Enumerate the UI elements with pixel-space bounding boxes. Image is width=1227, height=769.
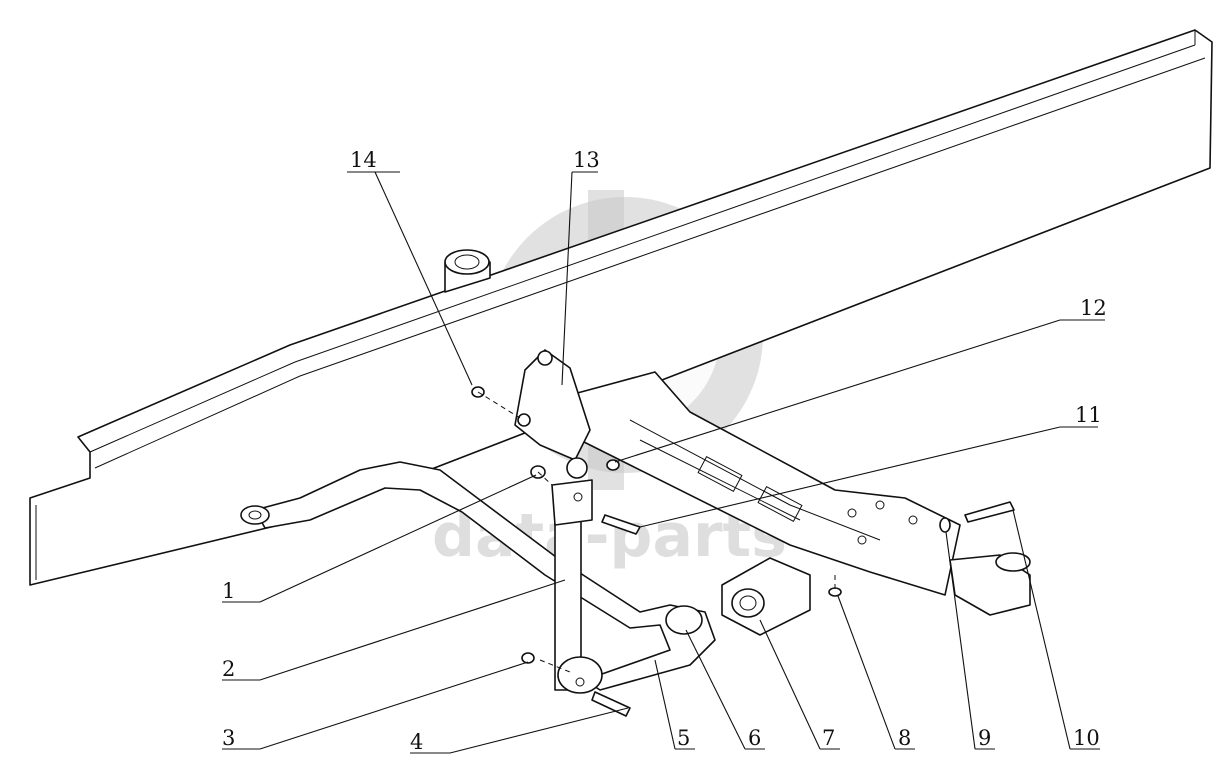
callout-3: 3 [222,726,235,750]
stabilizer-link [551,479,603,694]
stabilizer-bar [240,461,716,691]
frame-side-member [29,29,1213,586]
callout-9: 9 [978,726,991,750]
link-mount-bracket [514,349,591,479]
callout-8: 8 [898,726,911,750]
callout-7: 7 [822,726,835,750]
callout-4: 4 [410,730,423,754]
callout-labels: 14 13 12 11 1 2 3 4 5 6 7 8 9 10 [222,148,1107,754]
upper-mount-bracket [444,249,491,293]
callout-10: 10 [1073,726,1100,750]
callout-14: 14 [350,148,377,172]
bar-clamp [721,557,811,636]
callout-13: 13 [573,148,600,172]
leader-lines [222,171,1105,754]
callout-6: 6 [748,726,761,750]
callout-12: 12 [1080,296,1107,320]
spring-eye-bracket [949,552,1031,616]
callout-5: 5 [677,726,690,750]
callout-1: 1 [222,579,235,603]
callout-11: 11 [1075,403,1102,427]
callout-2: 2 [222,657,235,681]
